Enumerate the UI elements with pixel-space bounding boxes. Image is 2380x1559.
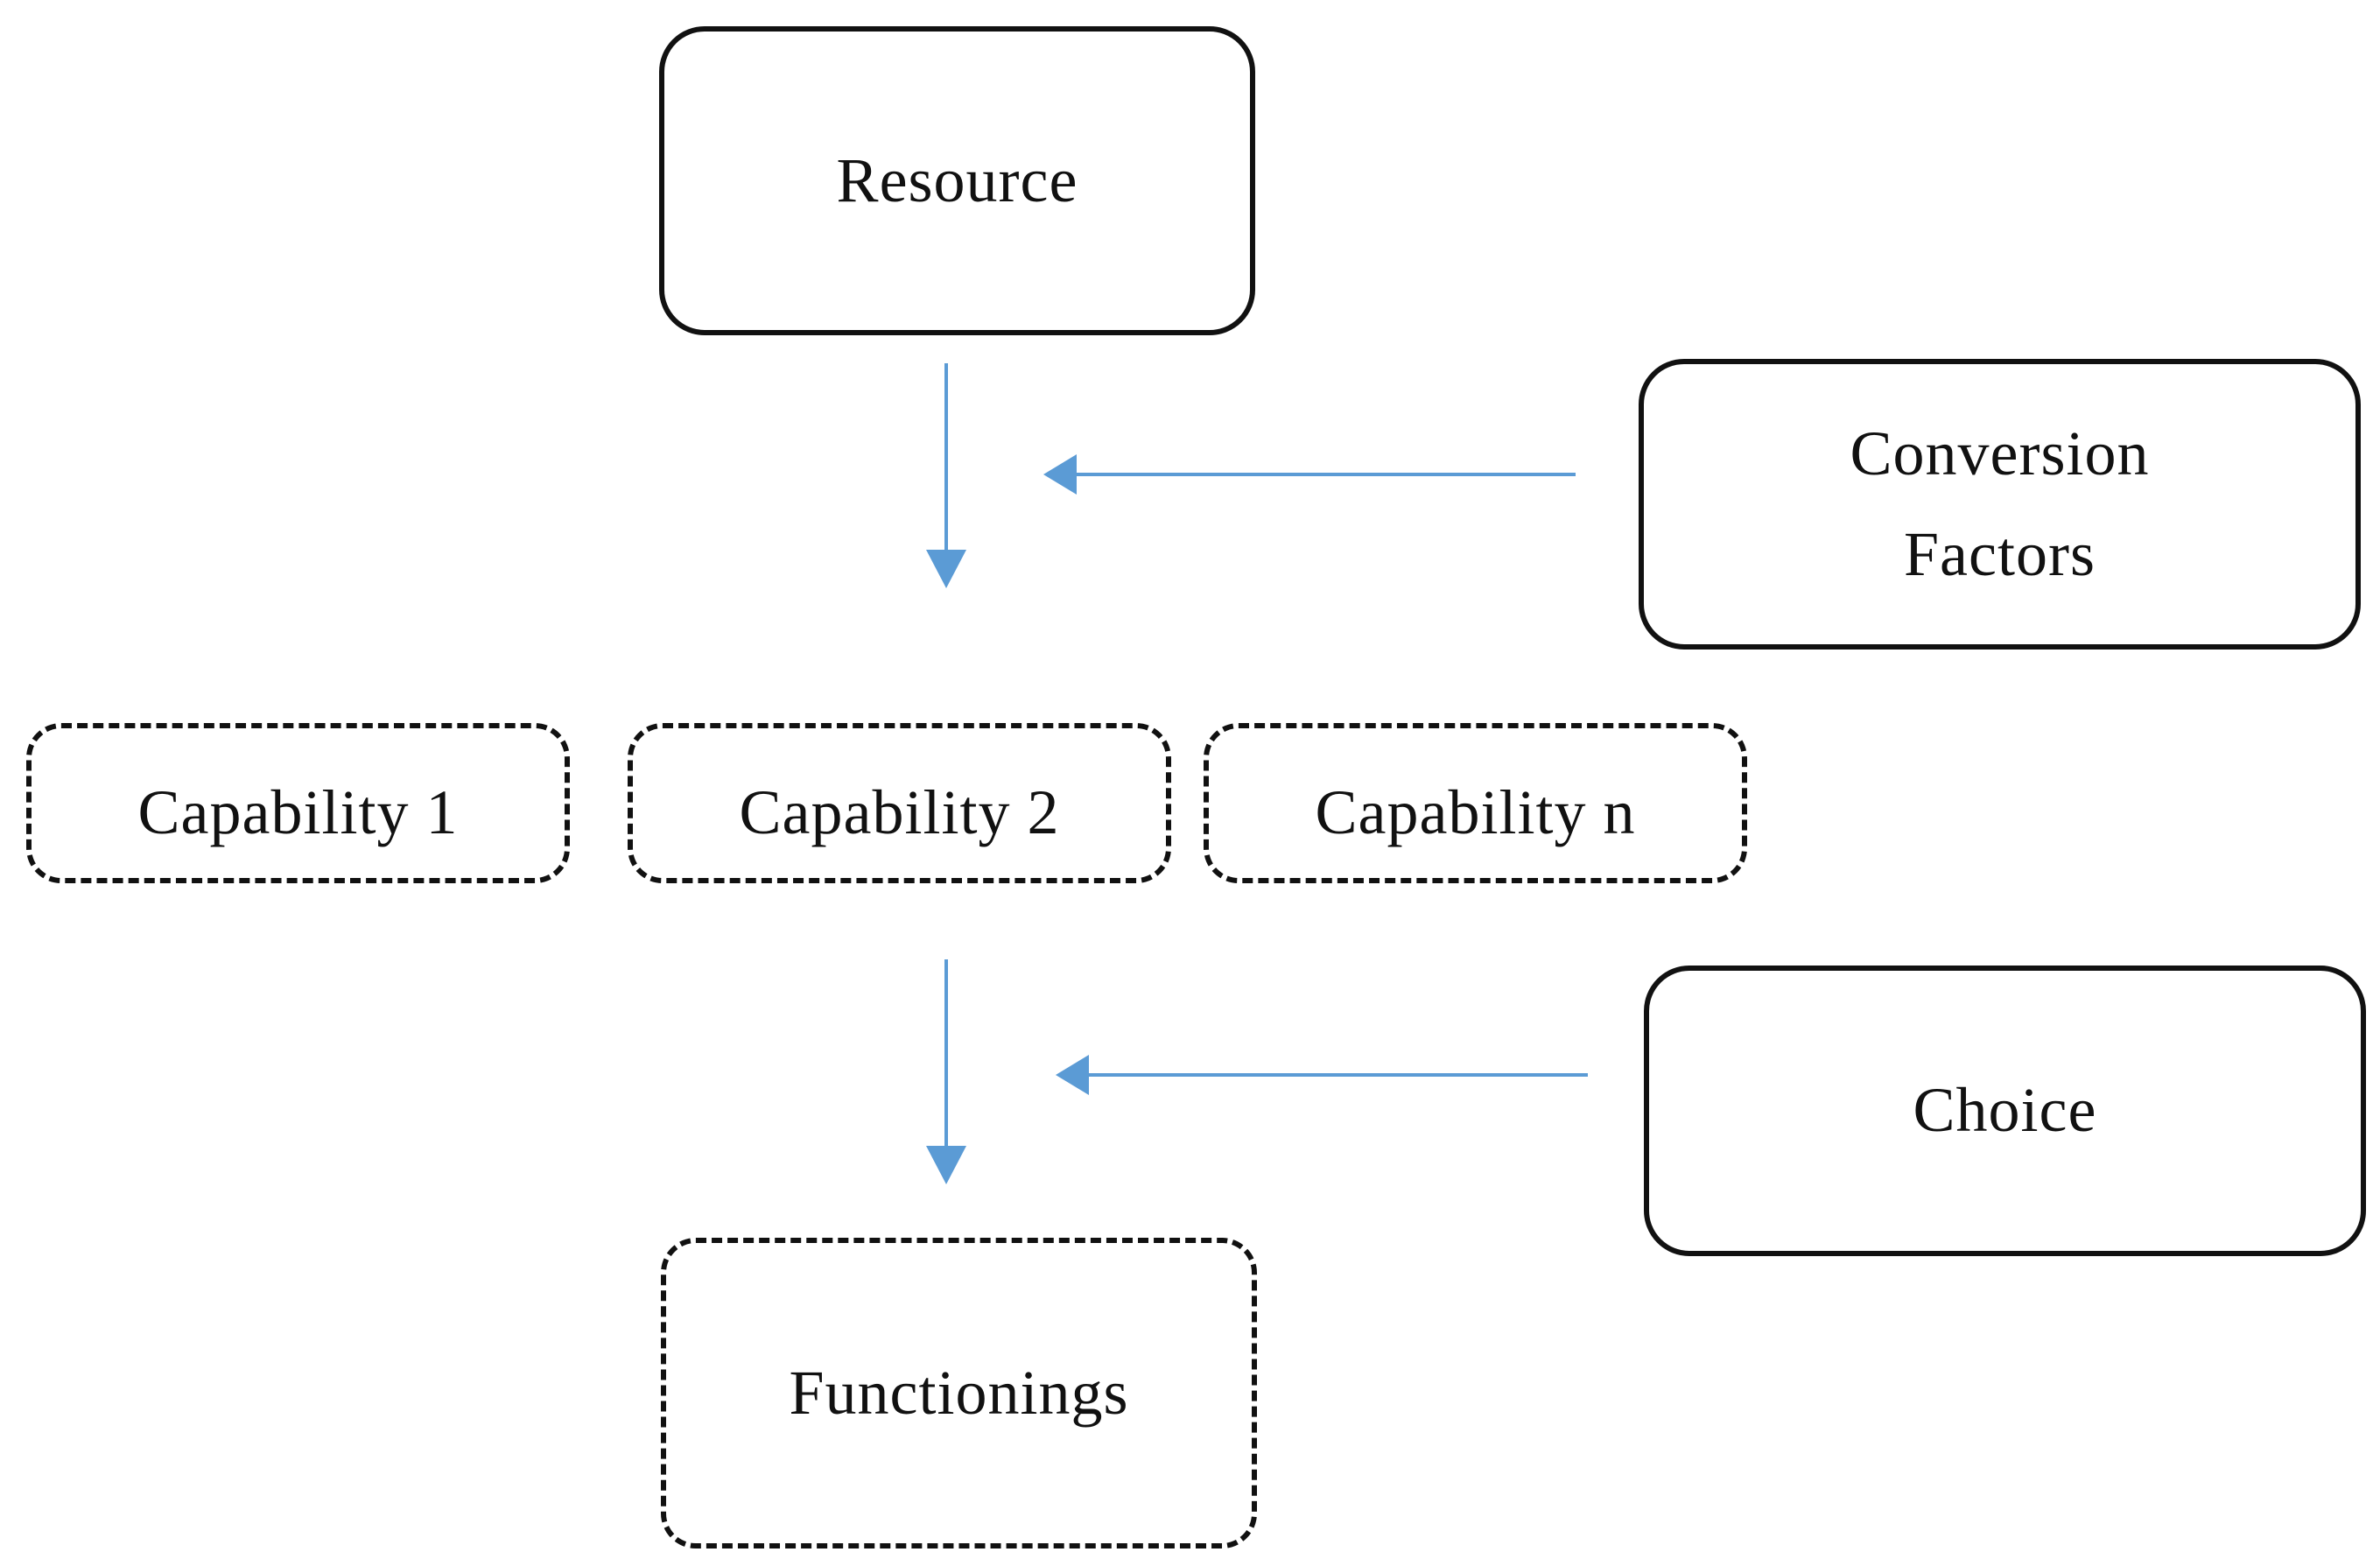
choice-label: Choice (1913, 1075, 2097, 1146)
capability-n-box: Capability n (1204, 723, 1747, 883)
conversion-factors-label-line2: Factors (1904, 519, 2096, 589)
arrow-capabilities-to-functionings (926, 959, 966, 1184)
arrow-resource-to-capabilities (926, 363, 966, 588)
capability-2-box: Capability 2 (628, 723, 1171, 883)
capability-1-label: Capability 1 (137, 776, 459, 847)
choice-box: Choice (1644, 966, 2366, 1256)
capability-n-label: Capability n (1315, 776, 1636, 847)
functionings-label: Functionings (789, 1357, 1129, 1428)
capability-2-label: Capability 2 (739, 776, 1060, 847)
arrow-conversion-factors-in (1043, 454, 1576, 495)
functionings-box: Functionings (661, 1238, 1257, 1548)
conversion-factors-label-line1: Conversion (1850, 418, 2150, 488)
capability-1-box: Capability 1 (26, 723, 570, 883)
resource-box: Resource (659, 26, 1255, 335)
arrow-choice-in (1056, 1055, 1588, 1095)
conversion-factors-box: Conversion Factors (1639, 359, 2361, 650)
resource-label: Resource (836, 144, 1078, 215)
